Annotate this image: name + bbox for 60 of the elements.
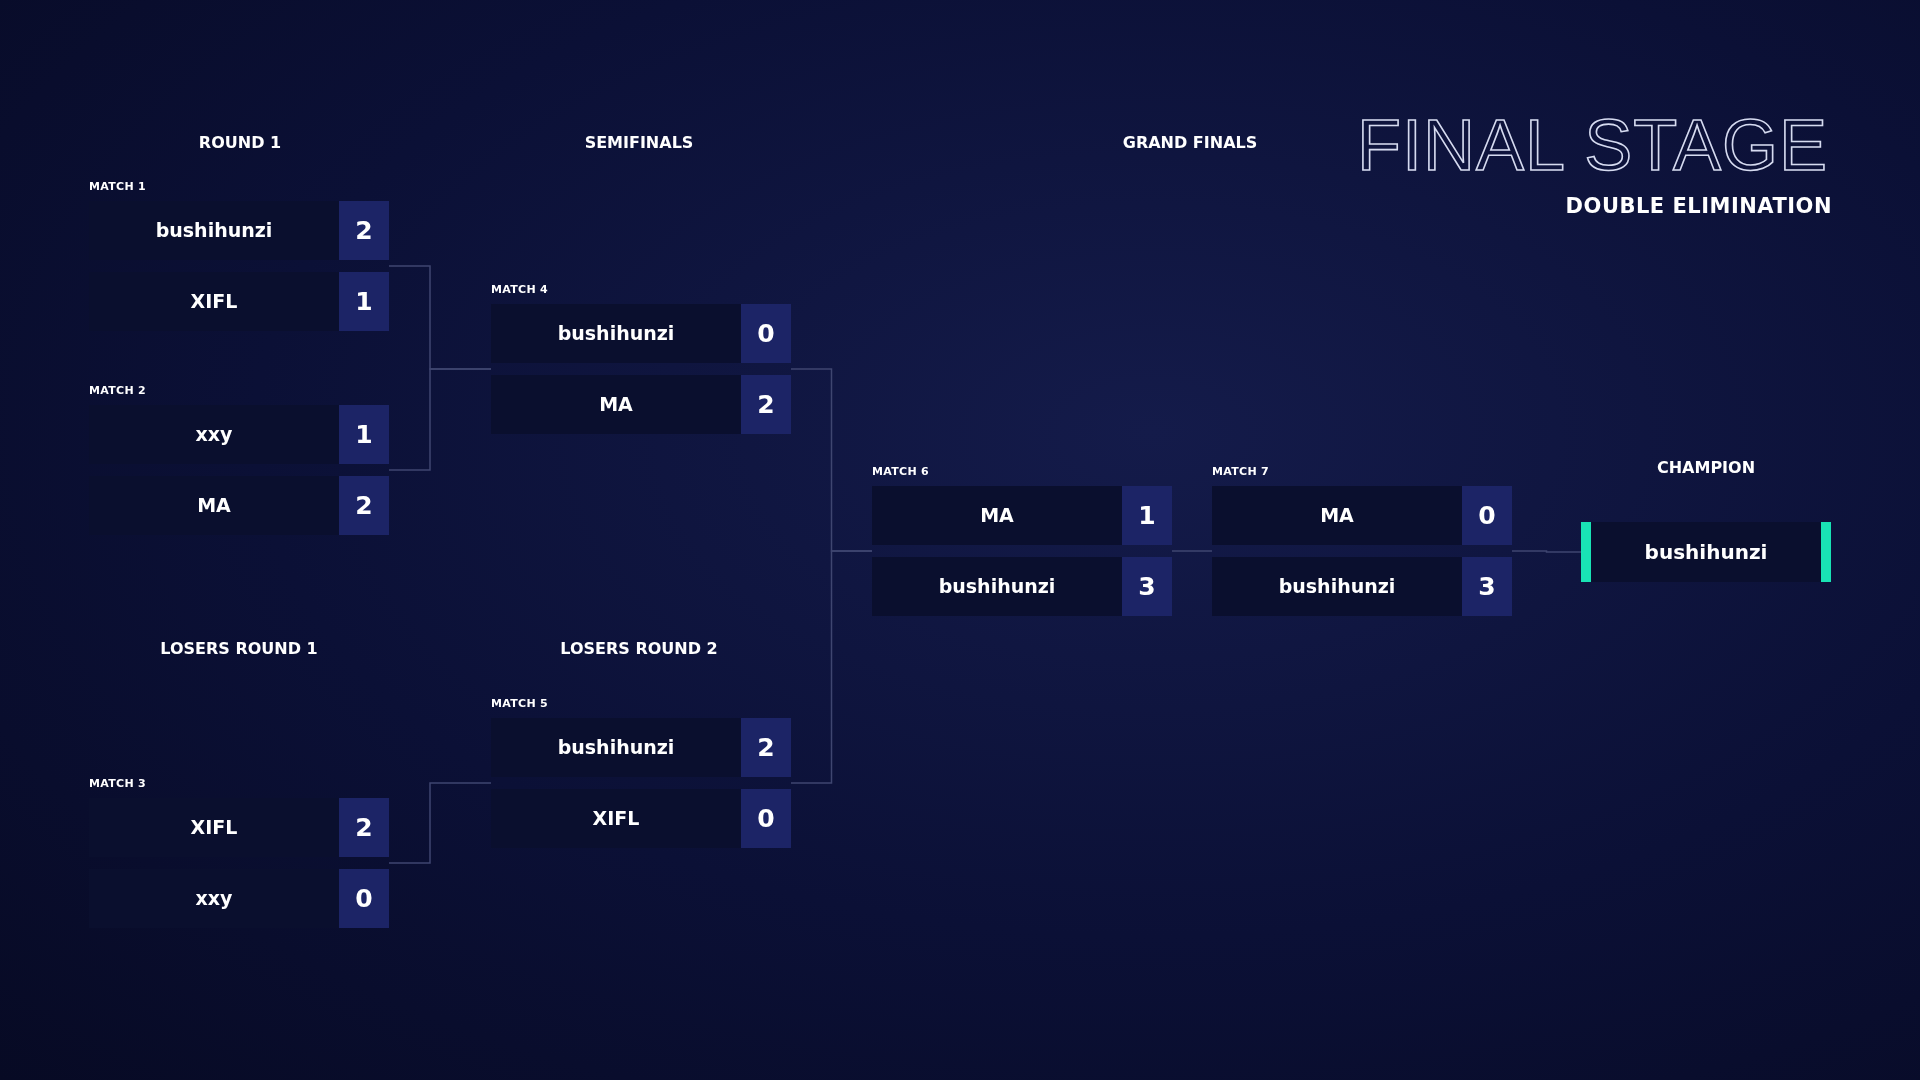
- match-label: MATCH 1: [89, 180, 146, 194]
- bracket-row: [89, 272, 389, 331]
- team-name: MA: [979, 503, 1015, 528]
- match-label: MATCH 7: [1212, 465, 1269, 479]
- bracket-connector: [388, 782, 492, 864]
- score: 0: [741, 304, 791, 363]
- bracket-row: [89, 405, 389, 464]
- bracket-row: [872, 486, 1172, 545]
- team-name: bushihunzi: [1581, 522, 1831, 582]
- score: 2: [741, 375, 791, 434]
- score: 1: [339, 405, 389, 464]
- round-heading: ROUND 1: [198, 133, 282, 152]
- team-name: XIFL: [591, 806, 641, 831]
- subtitle: DOUBLE ELIMINATION: [1565, 194, 1832, 218]
- team-name: xxy: [194, 422, 234, 447]
- team-name: MA: [196, 493, 232, 518]
- team-name: xxy: [194, 886, 234, 911]
- bracket-row: [491, 304, 791, 363]
- score: 2: [339, 476, 389, 535]
- bracket-row: [89, 476, 389, 535]
- score: 1: [339, 272, 389, 331]
- bracket-row: [1212, 557, 1512, 616]
- score: 0: [339, 869, 389, 928]
- team-name: bushihunzi: [937, 574, 1057, 599]
- bracket-connector: [790, 550, 873, 784]
- bracket-row: [491, 718, 791, 777]
- round-heading: LOSERS ROUND 2: [560, 639, 718, 658]
- team-name: XIFL: [189, 289, 239, 314]
- team-name: XIFL: [189, 815, 239, 840]
- team-name: MA: [1319, 503, 1355, 528]
- round-heading: LOSERS ROUND 1: [160, 639, 318, 658]
- team-name: bushihunzi: [556, 735, 676, 760]
- team-name: MA: [598, 392, 634, 417]
- team-name: bushihunzi: [154, 218, 274, 243]
- score: 1: [1122, 486, 1172, 545]
- score: 2: [339, 201, 389, 260]
- title: FINAL STAGE: [1356, 104, 1828, 186]
- match-label: MATCH 4: [491, 283, 548, 297]
- team-name: bushihunzi: [556, 321, 676, 346]
- match-label: MATCH 6: [872, 465, 929, 479]
- match-label: MATCH 2: [89, 384, 146, 398]
- bracket-connector: [1511, 550, 1582, 553]
- score: 2: [741, 718, 791, 777]
- bracket-row: [491, 375, 791, 434]
- team-name: bushihunzi: [1277, 574, 1397, 599]
- match-label: MATCH 5: [491, 697, 548, 711]
- score: 2: [339, 798, 389, 857]
- round-heading: GRAND FINALS: [1122, 133, 1258, 152]
- match-label: MATCH 3: [89, 777, 146, 791]
- score: 3: [1462, 557, 1512, 616]
- bracket-row: [491, 789, 791, 848]
- score: 0: [1462, 486, 1512, 545]
- bracket-connector: [1171, 550, 1213, 552]
- score: 3: [1122, 557, 1172, 616]
- bracket-row: [1212, 486, 1512, 545]
- champion-heading: CHAMPION: [1656, 458, 1756, 477]
- round-heading: SEMIFINALS: [584, 133, 694, 152]
- bracket-row: [872, 557, 1172, 616]
- bracket-connector: [388, 368, 492, 471]
- score: 0: [741, 789, 791, 848]
